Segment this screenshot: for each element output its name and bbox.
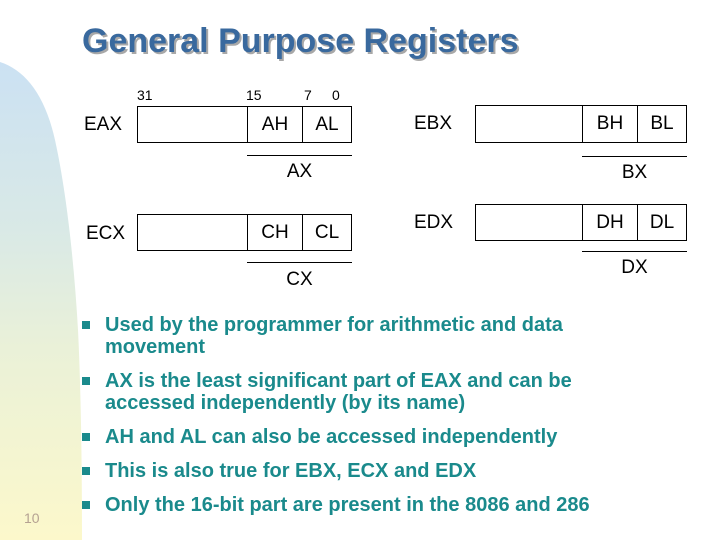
bit-label-7: 7 — [304, 87, 312, 103]
register-box-ebx: BH BL — [475, 105, 687, 143]
register-cell-bh: BH — [582, 106, 637, 142]
page-number: 10 — [24, 510, 40, 526]
word-underline-dx — [582, 251, 687, 252]
bullet-square-icon — [82, 433, 90, 441]
bullet-text: AH and AL can also be accessed independe… — [105, 426, 558, 448]
list-item: This is also true for EBX, ECX and EDX — [80, 460, 698, 482]
list-item: AH and AL can also be accessed independe… — [80, 426, 698, 448]
register-cell-ch: CH — [247, 215, 302, 250]
register-name-ecx: ECX — [86, 223, 126, 244]
word-label-cx: CX — [286, 269, 313, 290]
register-cell-dh: DH — [582, 205, 637, 240]
list-item: AX is the least significant part of EAX … — [80, 370, 698, 414]
bullet-text: This is also true for EBX, ECX and EDX — [105, 460, 477, 482]
register-cell-cl: CL — [302, 215, 351, 250]
register-box-ecx: CH CL — [137, 214, 352, 251]
list-item: Used by the programmer for arithmetic an… — [80, 314, 698, 358]
register-cell-dl: DL — [637, 205, 686, 240]
register-box-eax: AH AL — [137, 106, 352, 143]
slide-title: General Purpose Registers — [82, 22, 519, 60]
bullet-square-icon — [82, 321, 90, 329]
word-underline-cx — [247, 262, 352, 263]
register-cell-bl: BL — [637, 106, 686, 142]
word-underline-ax — [247, 155, 352, 156]
bullet-text: Used by the programmer for arithmetic an… — [105, 314, 563, 358]
register-box-edx: DH DL — [475, 204, 687, 241]
bit-label-0: 0 — [332, 87, 340, 103]
bullet-square-icon — [82, 467, 90, 475]
word-label-dx: DX — [621, 257, 648, 278]
register-cell-al: AL — [302, 107, 351, 142]
word-label-bx: BX — [621, 162, 648, 183]
list-item: Only the 16-bit part are present in the … — [80, 494, 698, 516]
bullet-square-icon — [82, 377, 90, 385]
left-gradient-band — [0, 62, 82, 540]
register-name-edx: EDX — [414, 212, 454, 233]
register-cell-ah: AH — [247, 107, 302, 142]
bullet-text: AX is the least significant part of EAX … — [105, 370, 572, 414]
bit-label-31: 31 — [137, 87, 153, 103]
word-label-ax: AX — [286, 161, 313, 182]
bullet-text: Only the 16-bit part are present in the … — [105, 494, 590, 516]
bit-label-15: 15 — [246, 87, 262, 103]
register-name-eax: EAX — [84, 114, 123, 135]
bullet-square-icon — [82, 501, 90, 509]
register-name-ebx: EBX — [414, 113, 453, 134]
bullet-list: Used by the programmer for arithmetic an… — [80, 314, 698, 528]
word-underline-bx — [582, 156, 687, 157]
